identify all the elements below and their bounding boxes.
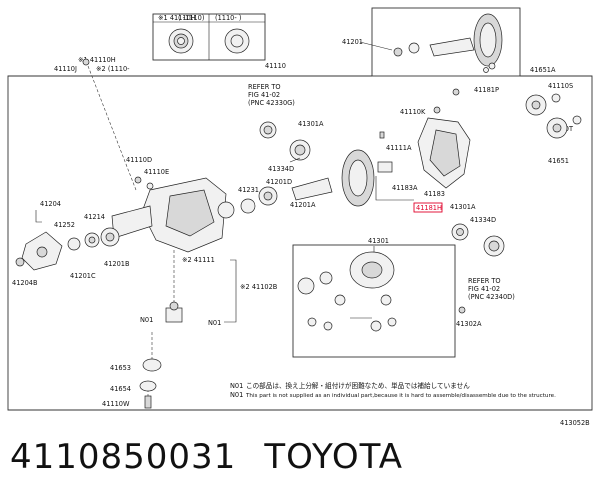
differential-carrier-cover: [417, 117, 471, 189]
inset-col1: ( -1110): [178, 14, 204, 22]
label-41252: 41252: [54, 221, 75, 229]
label-41183: 41183: [424, 190, 445, 198]
inset-41110h: ※1 41110H ( -1110) (1110- ): [152, 13, 266, 61]
mount-bushing-upper: [525, 93, 561, 116]
bolt-icon: [458, 306, 466, 314]
label-41110s: 41110S: [548, 82, 573, 90]
refer1-line3: (PNC 42330G): [248, 99, 295, 107]
pin-icon: [379, 131, 385, 139]
label-41110h-range: ※2 (1110-: [96, 65, 130, 73]
label-41204b: 41204B: [12, 279, 38, 287]
pinion-shaft: [291, 177, 333, 201]
figure-code: 413052B: [560, 419, 590, 427]
label-41334d: 41334D: [268, 165, 294, 173]
label-41110: 41110: [265, 62, 286, 70]
mount-cushion: [142, 358, 162, 372]
label-41201: 41201: [342, 38, 363, 46]
differential-carrier-housing: [111, 177, 235, 253]
label-41110e: 41110E: [144, 168, 169, 176]
label-41111: ※2 41111: [182, 256, 215, 264]
label-41301a-top: 41301A: [298, 120, 324, 128]
bolt-icon: [452, 88, 460, 96]
side-bearing: [451, 223, 469, 241]
seal-icon: [224, 28, 250, 54]
label-41181h: 41181H: [416, 204, 442, 212]
label-41204: 41204: [40, 200, 61, 208]
label-41201d: 41201D: [266, 178, 292, 186]
label-41653: 41653: [110, 364, 131, 372]
pinion-gears: [307, 294, 397, 332]
label-41110d: 41110D: [126, 156, 152, 164]
label-41110w: 41110W: [102, 400, 130, 408]
refer2-line1: REFER TO: [468, 277, 501, 285]
nut-icon: [15, 257, 25, 267]
label-41201a: 41201A: [290, 201, 316, 209]
spacer: [258, 186, 278, 206]
label-41183a: 41183A: [392, 184, 418, 192]
bearing: [289, 139, 311, 161]
bolt-icon: [82, 58, 90, 66]
shim-icon: [377, 161, 393, 173]
inner-differential-frame: [292, 244, 456, 358]
mount-bushing-lower: [546, 115, 582, 139]
part-caption: 4110850031 TOYOTA: [10, 432, 590, 482]
bolt-icon: [433, 106, 441, 114]
washer-icon: [240, 198, 256, 214]
seal-icon: [168, 28, 194, 54]
breather-plug: [165, 301, 183, 323]
label-41111a: 41111A: [386, 144, 412, 152]
label-41334d-right: 41334D: [470, 216, 496, 224]
main-frame: [7, 75, 593, 411]
label-41651: 41651: [548, 157, 569, 165]
label-41102b: ※2 41102B: [240, 283, 278, 291]
refer1-line1: REFER TO: [248, 83, 281, 91]
washer-icon: [146, 182, 154, 190]
label-41301: 41301: [368, 237, 389, 245]
label-41302a: 41302A: [456, 320, 482, 328]
front-bearing: [100, 227, 120, 247]
refer2-line3: (PNC 42340D): [468, 293, 515, 301]
note2-code: N01: [230, 391, 243, 399]
note2-text: This part is not supplied as an individu…: [245, 393, 556, 399]
label-41214: 41214: [84, 213, 105, 221]
top-right-inset-frame: [371, 7, 521, 77]
label-41231: 41231: [238, 186, 259, 194]
part-number: 4110850031: [10, 437, 237, 477]
side-gear-left: [297, 271, 333, 295]
mount-bolt: [144, 395, 152, 409]
inset-col2: (1110- ): [215, 14, 241, 22]
brand-name: TOYOTA: [264, 437, 404, 477]
oil-seal: [259, 121, 277, 139]
note1-text: この部品は、換え上分解・組付けが困難なため、単品では補給していません: [246, 381, 470, 390]
label-41110k: 41110K: [400, 108, 426, 116]
label-41181p: 41181P: [474, 86, 499, 94]
companion-flange: [21, 231, 63, 271]
label-41201c: 41201C: [70, 272, 96, 280]
label-41201b: 41201B: [104, 260, 130, 268]
label-41654: 41654: [110, 385, 131, 393]
refer1-line2: FIG 41-02: [248, 91, 280, 99]
label-n01-b: N01: [208, 319, 221, 327]
mount-stopper: [139, 380, 157, 392]
differential-case: [349, 251, 395, 289]
bolt-icon: [134, 176, 142, 184]
label-41301a-right: 41301A: [450, 203, 476, 211]
exploded-parts-diagram: ※1 41110H ( -1110) (1110- ) 41201 ※1 411…: [7, 7, 593, 427]
note1-code: N01: [230, 382, 243, 390]
label-41651a: 41651A: [530, 66, 556, 74]
nut-icon: [67, 237, 81, 251]
label-41110h: ※1 41110H: [78, 56, 116, 64]
oil-slinger: [84, 232, 100, 248]
highlighted-part-41181h: 41181H: [413, 202, 443, 213]
ring-pinion-gear-set: 41201: [342, 13, 503, 73]
side-bearing-race: [483, 235, 505, 257]
ring-gear: [341, 149, 375, 207]
label-n01-a: N01: [140, 316, 153, 324]
refer2-line2: FIG 41-02: [468, 285, 500, 293]
label-41110j: 41110J: [54, 65, 77, 73]
inset-header: ※1 41110H: [158, 14, 196, 22]
